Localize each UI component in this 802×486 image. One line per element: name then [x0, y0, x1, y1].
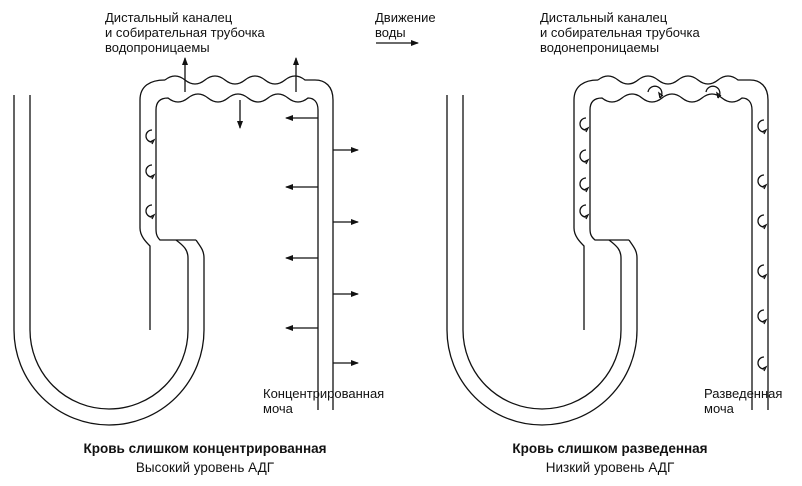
right-curl-arrows-limb [579, 117, 590, 220]
right-urine-line2: моча [704, 401, 734, 416]
left-header-line3: водопроницаемы [105, 40, 210, 55]
right-header-line3: водонепроницаемы [540, 40, 660, 55]
right-curl-arrows-duct [757, 119, 768, 372]
left-nephron-tubule [13, 75, 334, 426]
left-water-arrows-top [182, 57, 299, 129]
legend-line2: воды [375, 25, 406, 40]
right-header-line1: Дистальный каналец [540, 10, 668, 25]
left-curl-arrows [145, 129, 156, 220]
left-header-line1: Дистальный каналец [105, 10, 233, 25]
left-header-line2: и собирательная трубочка [105, 25, 265, 40]
right-curl-arrows-distal [647, 85, 722, 99]
right-header-line2: и собирательная трубочка [540, 25, 700, 40]
left-urine-line2: моча [263, 401, 293, 416]
legend-line1: Движение [375, 10, 436, 25]
right-caption: Низкий уровень АДГ [545, 460, 675, 475]
left-urine-line1: Концентрированная [263, 386, 385, 401]
right-urine-line1: Разведенная [704, 386, 783, 401]
right-caption-bold: Кровь слишком разведенная [512, 441, 708, 456]
left-caption-bold: Кровь слишком концентрированная [83, 441, 327, 456]
left-water-arrows-duct [285, 115, 359, 366]
right-nephron-tubule [446, 75, 769, 426]
left-caption: Высокий уровень АДГ [135, 460, 275, 475]
